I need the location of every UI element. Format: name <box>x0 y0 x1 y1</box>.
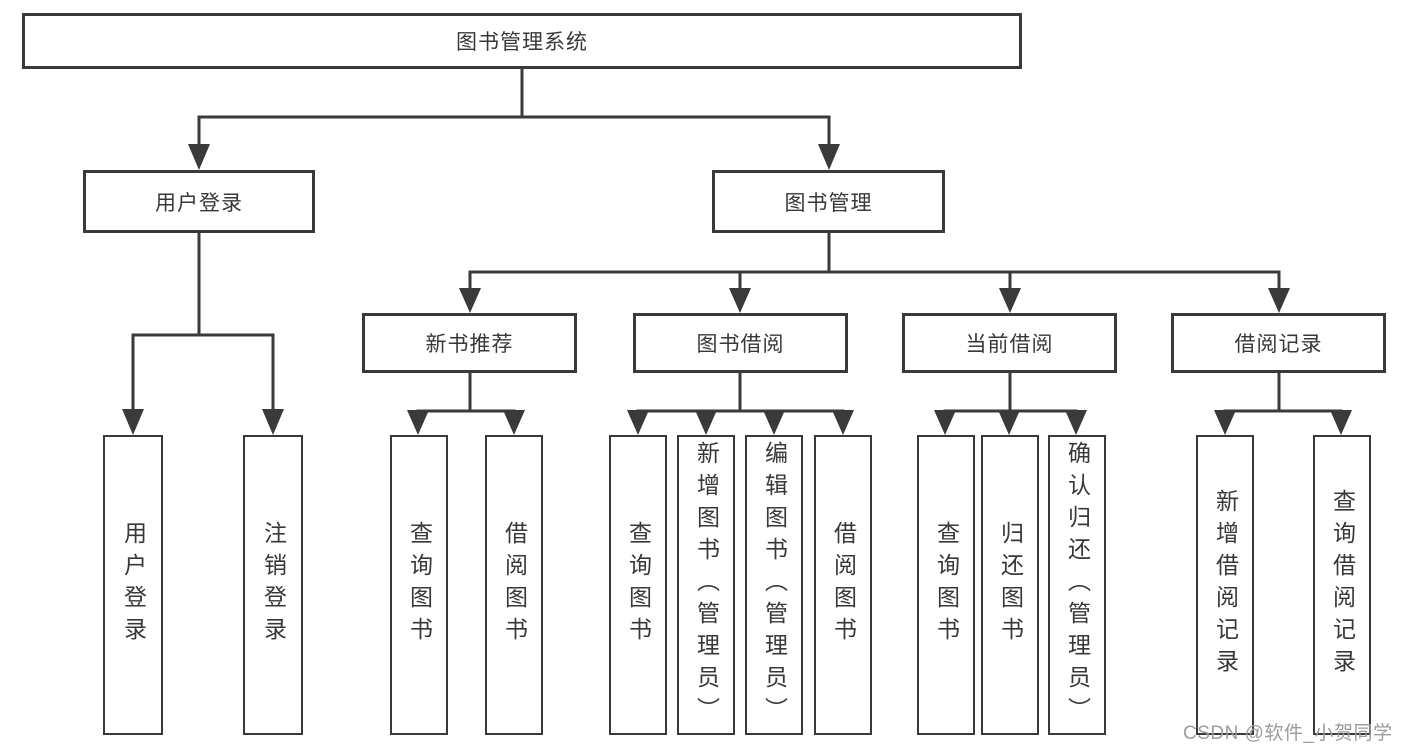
node-logout-leaf: 注销登录 <box>243 435 303 735</box>
connector-new-book-recommend <box>407 370 525 435</box>
node-cb-query-book-leaf: 查询图书 <box>917 435 975 735</box>
node-user-login: 用户登录 <box>83 170 315 233</box>
node-cb-query-book-label: 查询图书 <box>933 521 960 649</box>
node-current-borrow-label: 当前借阅 <box>965 333 1054 356</box>
node-br-add-record-label: 新增借阅记录 <box>1212 489 1239 681</box>
node-cb-confirm-return-label: 确认归还（管理员） <box>1064 441 1091 729</box>
connector-root <box>188 66 840 170</box>
node-br-query-record-leaf: 查询借阅记录 <box>1313 435 1371 735</box>
node-user-login-leaf-label: 用户登录 <box>120 521 147 649</box>
watermark: CSDN @软件_小贺同学 <box>1183 723 1393 744</box>
node-bb-edit-book-label: 编辑图书（管理员） <box>761 441 788 729</box>
node-logout-leaf-label: 注销登录 <box>260 521 287 649</box>
node-recommend-query-book-label: 查询图书 <box>406 521 433 649</box>
node-book-management: 图书管理 <box>712 170 945 233</box>
node-new-book-recommend-label: 新书推荐 <box>425 333 514 356</box>
node-bb-query-book-label: 查询图书 <box>625 521 652 649</box>
node-root: 图书管理系统 <box>22 13 1022 69</box>
connector-borrow-records <box>1214 370 1352 435</box>
node-recommend-query-book-leaf: 查询图书 <box>390 435 448 735</box>
node-user-login-leaf: 用户登录 <box>103 435 163 735</box>
connector-book-management <box>459 230 1290 313</box>
node-recommend-borrow-book-leaf: 借阅图书 <box>485 435 543 735</box>
node-bb-edit-book-leaf: 编辑图书（管理员） <box>745 435 803 735</box>
node-book-borrow: 图书借阅 <box>633 313 848 373</box>
node-br-add-record-leaf: 新增借阅记录 <box>1196 435 1254 735</box>
node-book-management-label: 图书管理 <box>784 191 873 215</box>
node-recommend-borrow-book-label: 借阅图书 <box>501 521 528 649</box>
node-cb-return-book-leaf: 归还图书 <box>981 435 1039 735</box>
node-user-login-label: 用户登录 <box>155 191 243 215</box>
connector-current-borrow <box>934 370 1087 435</box>
node-bb-add-book-label: 新增图书（管理员） <box>693 441 720 729</box>
node-cb-return-book-label: 归还图书 <box>997 521 1024 649</box>
node-new-book-recommend: 新书推荐 <box>362 313 577 373</box>
node-bb-query-book-leaf: 查询图书 <box>609 435 667 735</box>
node-br-query-record-label: 查询借阅记录 <box>1329 489 1356 681</box>
node-borrow-records: 借阅记录 <box>1171 313 1386 373</box>
node-borrow-records-label: 借阅记录 <box>1234 333 1323 356</box>
node-bb-borrow-book-label: 借阅图书 <box>830 521 857 649</box>
connector-user-login <box>122 230 284 435</box>
connector-book-borrow <box>627 370 854 435</box>
node-cb-confirm-return-leaf: 确认归还（管理员） <box>1048 435 1106 735</box>
node-root-label: 图书管理系统 <box>456 31 588 54</box>
node-bb-borrow-book-leaf: 借阅图书 <box>814 435 872 735</box>
node-current-borrow: 当前借阅 <box>902 313 1117 373</box>
node-book-borrow-label: 图书借阅 <box>696 333 785 356</box>
node-bb-add-book-leaf: 新增图书（管理员） <box>677 435 735 735</box>
